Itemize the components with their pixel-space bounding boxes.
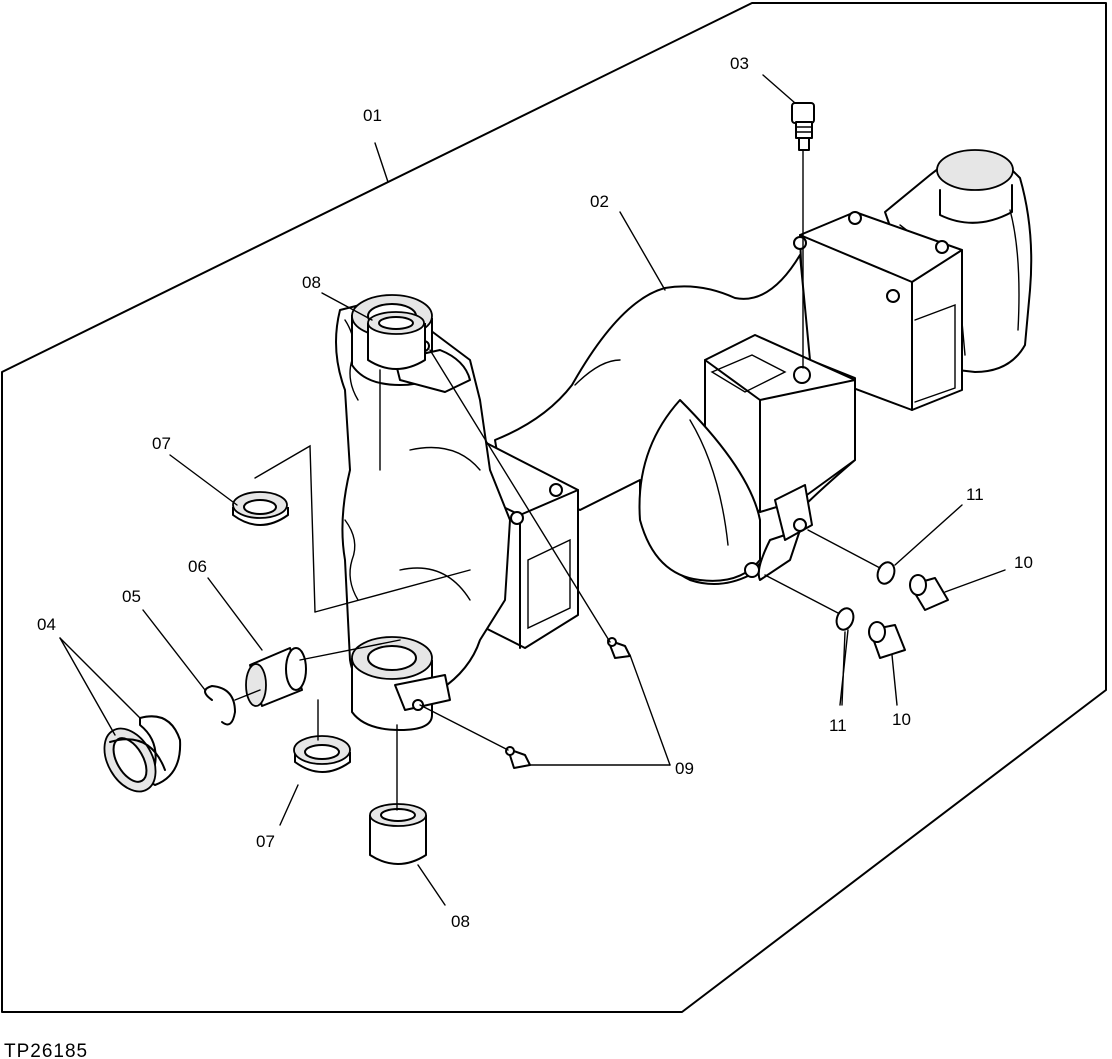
breather-fitting [791,102,815,151]
callout-06: 06 [188,557,207,576]
bushing-top [367,311,426,370]
o-rings [835,561,896,631]
callout-07-top: 07 [152,434,171,453]
pin [245,647,307,707]
leader-lines [59,74,1006,906]
callout-07-bottom: 07 [256,832,275,851]
callout-05: 05 [122,587,141,606]
callout-labels: 01 02 03 08 07 06 05 04 07 08 09 10 10 1… [37,54,1033,931]
grease-fittings [505,637,631,769]
axle-housing [494,149,1033,585]
callout-10-bottom: 10 [892,710,911,729]
callout-04: 04 [37,615,56,634]
callout-08-top: 08 [302,273,321,292]
callout-01: 01 [363,106,382,125]
seal-bottom [293,735,351,773]
kit-boundary [1,2,1107,1013]
callout-11-top: 11 [966,485,984,504]
drain-plugs [868,574,949,659]
seal-top [232,491,289,526]
figure-id: TP26185 [4,1041,88,1059]
callout-03: 03 [730,54,749,73]
assembly-lines [234,149,881,811]
snap-ring [204,685,236,726]
callout-10-right: 10 [1014,553,1033,572]
callout-08-bottom: 08 [451,912,470,931]
callout-11-bottom: 11 [829,716,847,735]
callout-09: 09 [675,759,694,778]
bushing-bottom [369,803,427,865]
callout-02: 02 [590,192,609,211]
plugs [103,715,182,793]
